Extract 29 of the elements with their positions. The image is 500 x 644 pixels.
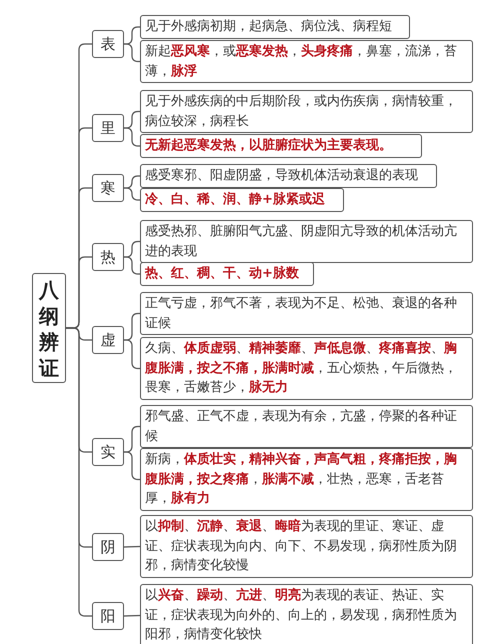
description-box: 感受寒邪、阳虚阴盛，导致机体活动衰退的表现 bbox=[140, 164, 437, 188]
description-box: 见于外感病初期，起病急、病位浅、病程短 bbox=[140, 15, 410, 38]
description-box: 热、红、稠、干、动+脉数 bbox=[140, 262, 314, 286]
connector-line bbox=[124, 43, 140, 62]
category-box: 热 bbox=[92, 243, 124, 271]
description-box: 久病、体质虚弱、精神萎靡、声低息微、疼痛喜按、胸腹胀满，按之不痛，胀满时减，五心烦热，午后微热，畏寒，舌嫩苔少，脉无力 bbox=[140, 337, 473, 400]
description-box: 邪气盛、正气不虚，表现为有余，亢盛，停聚的各种证候 bbox=[140, 405, 473, 448]
description-box: 冷、白、稀、润、静+脉紧或迟 bbox=[140, 188, 344, 212]
description-box: 新起恶风寒，或恶寒发热，头身疼痛，鼻塞，流涕，苔薄，脉浮 bbox=[140, 40, 473, 83]
connector-line bbox=[124, 127, 140, 147]
category-box: 阴 bbox=[92, 533, 124, 561]
category-box: 实 bbox=[92, 438, 124, 466]
description-box: 正气亏虚，邪气不著，表现为不足、松弛、衰退的各种证候 bbox=[140, 292, 473, 335]
description-box: 见于外感疾病的中后期阶段，或内伤疾病，病情较重，病位较深，病程长 bbox=[140, 90, 473, 133]
category-box: 寒 bbox=[92, 174, 124, 202]
description-box: 以抑制、沉静、衰退、晦暗为表现的里证、寒证、虚证、症状表现为向内、向下、不易发现，病邪性质为阴邪，病情变化较慢 bbox=[140, 515, 473, 578]
title-box: 八纲辨证 bbox=[32, 273, 66, 383]
category-box: 虚 bbox=[92, 326, 124, 354]
description-box: 感受热邪、脏腑阳气亢盛、阴虚阳亢导致的机体活动亢进的表现 bbox=[140, 220, 473, 263]
connector-line bbox=[124, 187, 140, 201]
category-box: 阳 bbox=[92, 602, 124, 630]
description-box: 以兴奋、躁动、亢进、明亮为表现的表证、热证、实证，症状表现为向外的、向上的，易发现，病邪性质为阳邪，病情变化较快 bbox=[140, 584, 473, 644]
description-box: 新病，体质壮实，精神兴奋，声高气粗，疼痛拒按，胸腹胀满，按之疼痛，胀满不减，壮热，恶寒，舌老苔厚，脉有力 bbox=[140, 448, 473, 510]
connector-line bbox=[124, 546, 140, 548]
connector-line bbox=[124, 614, 140, 617]
category-box: 里 bbox=[92, 114, 124, 142]
description-box: 无新起恶寒发热，以脏腑症状为主要表现。 bbox=[140, 134, 422, 158]
connector-line bbox=[124, 256, 140, 275]
category-box: 表 bbox=[92, 30, 124, 58]
